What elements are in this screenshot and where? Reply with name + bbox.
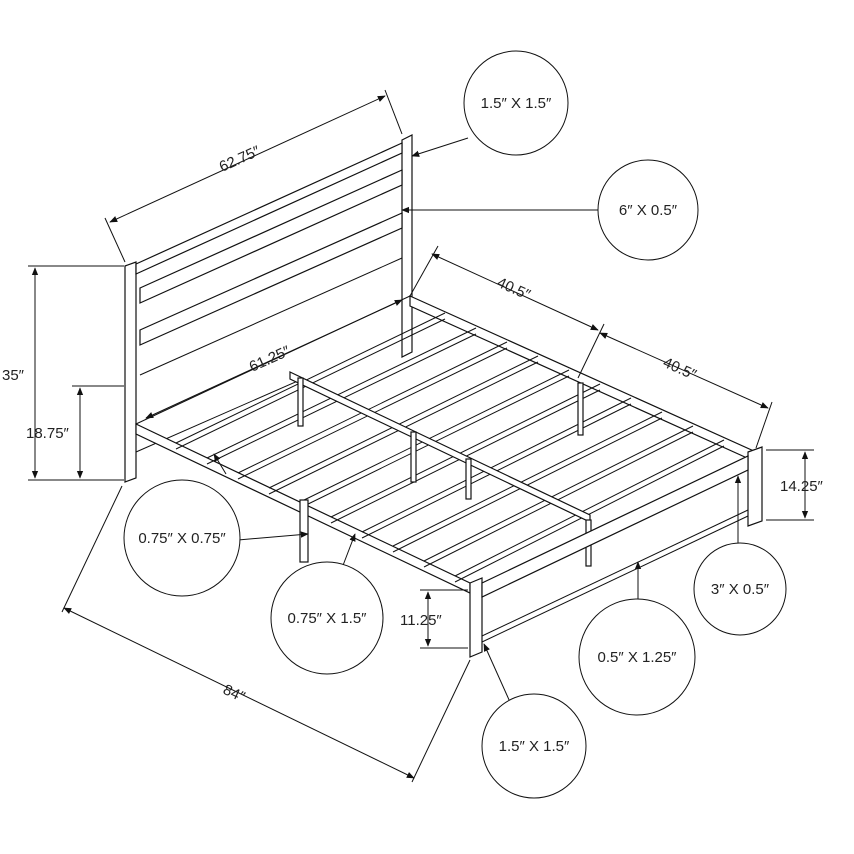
footboard-bottom-rail	[481, 509, 749, 637]
callout-circle-footboard-rail	[693, 542, 787, 636]
callout-circle-foot-post	[481, 693, 587, 799]
dim-headboard-width: 62.75″	[217, 142, 264, 175]
headboard-top-rail	[135, 142, 403, 275]
dim-overall-length: 84″	[220, 681, 248, 706]
dimension-lines	[28, 89, 814, 783]
footboard-top-rail	[481, 455, 749, 598]
callout-center-leg: 0.75″ X 1.5″	[287, 610, 367, 627]
dim-footboard-height: 14.25″	[780, 478, 824, 495]
callout-slat-tube: 0.75″ X 0.75″	[138, 530, 226, 547]
callout-circle-headboard-post	[463, 50, 569, 156]
center-legs	[297, 377, 592, 567]
dim-headboard-height: 35″	[2, 367, 25, 384]
foot-left-post	[469, 577, 483, 658]
dim-inner-width: 61.25″	[247, 342, 294, 375]
callout-circle-slat-tube	[123, 479, 241, 597]
dim-rail-half-1: 40.5″	[494, 274, 533, 304]
callout-side-rail: 0.5″ X 1.25″	[597, 649, 677, 666]
foot-right-post	[747, 446, 763, 527]
callout-headboard-post: 1.5″ X 1.5″	[481, 95, 552, 112]
callout-circle-side-rail	[578, 598, 696, 716]
callout-footboard-rail: 3″ X 0.5″	[711, 581, 770, 598]
headboard-left-post	[124, 261, 137, 483]
callout-circle-center-leg	[270, 561, 384, 675]
callout-circle-headboard-slat	[597, 159, 699, 261]
headboard-right-post	[401, 134, 413, 358]
dim-rail-half-2: 40.5″	[660, 354, 699, 384]
dim-side-height: 18.75″	[26, 425, 70, 442]
dim-leg-height: 11.25″	[400, 612, 442, 629]
callout-leaders	[213, 137, 742, 703]
callout-foot-post: 1.5″ X 1.5″	[499, 738, 570, 755]
callout-headboard-slat: 6″ X 0.5″	[619, 202, 678, 219]
slats	[175, 312, 725, 583]
